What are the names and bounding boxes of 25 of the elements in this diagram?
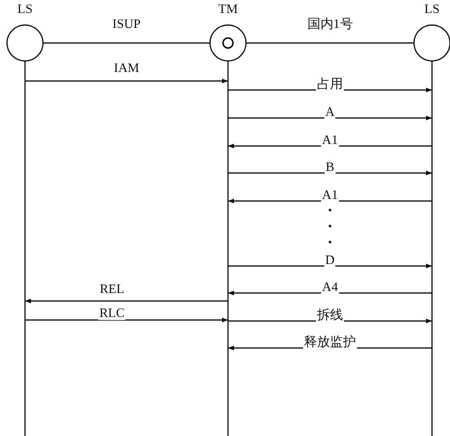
node-label: LS (16, 2, 34, 16)
message-arrow (25, 78, 228, 84)
message-arrow (228, 170, 432, 176)
edge-label: IAM (112, 60, 140, 75)
edge-label: 释放监护 (303, 334, 357, 349)
message-arrow (25, 318, 228, 322)
edge-label: 占用 (316, 76, 344, 91)
message-arrow (25, 298, 228, 304)
link-line (246, 42, 414, 44)
message-arrow (228, 264, 432, 268)
message-arrow (228, 144, 432, 148)
message-arrow (228, 116, 432, 120)
node-label: LS (423, 2, 441, 16)
edge-label: 国内1号 (306, 16, 354, 31)
edge-label: A1 (321, 132, 339, 147)
edge-label: 拆线 (316, 307, 344, 322)
edge-label: A (324, 104, 336, 119)
edge-label: A1 (321, 187, 339, 202)
edge-label: RLC (98, 305, 126, 320)
message-arrow (228, 290, 432, 296)
link-line (43, 42, 210, 44)
edge-label: ISUP (111, 16, 142, 31)
node-label: TM (217, 2, 239, 16)
edge-label: A4 (321, 279, 339, 294)
message-arrow (228, 198, 432, 204)
